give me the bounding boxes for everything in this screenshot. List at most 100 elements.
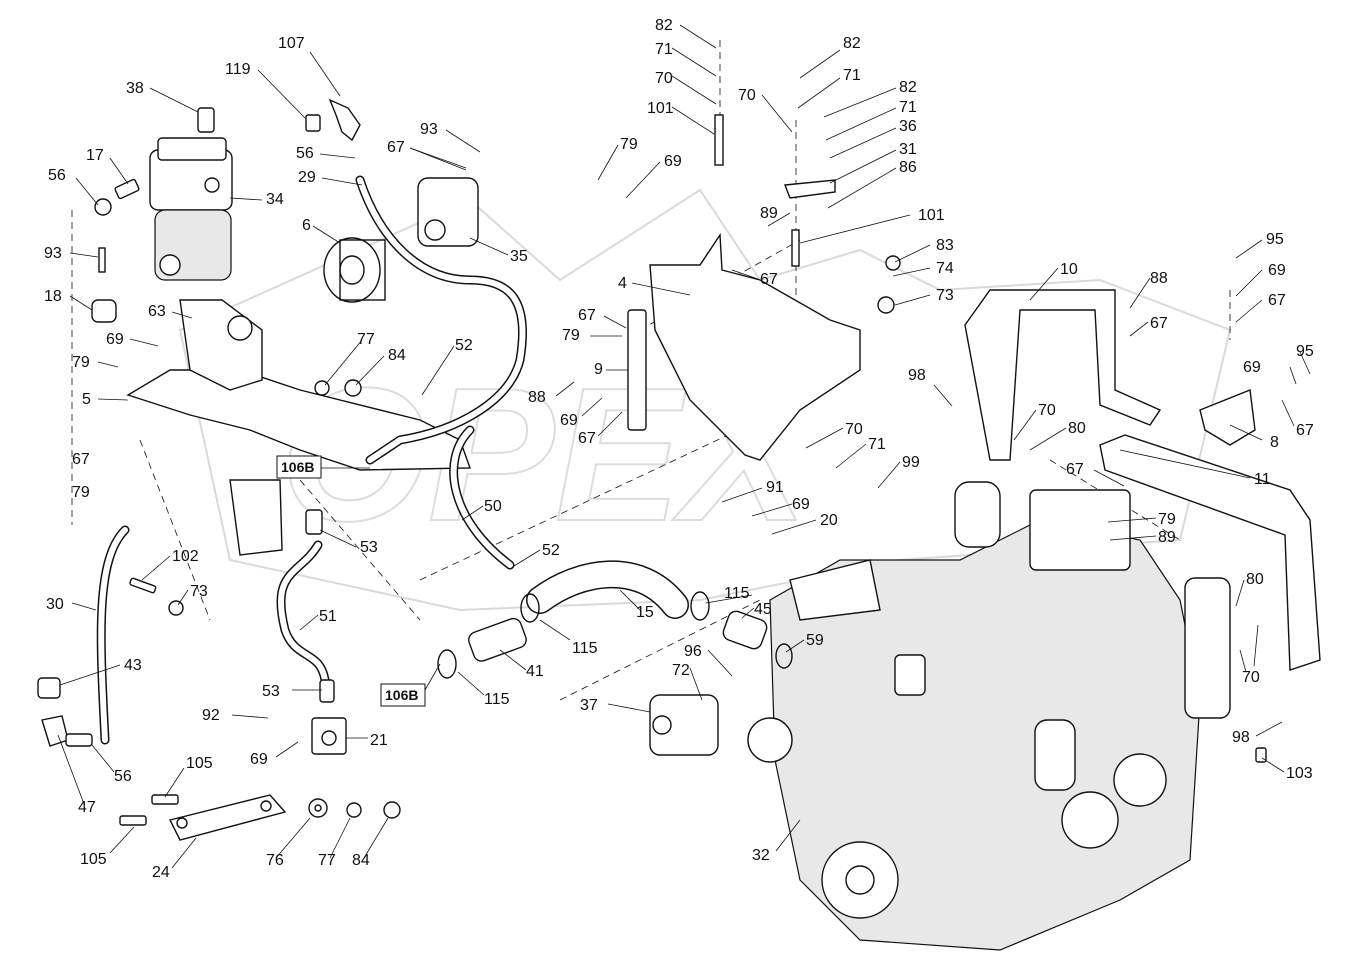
callout-79: 79	[562, 327, 580, 344]
callout-69: 69	[792, 496, 810, 513]
hose-15	[526, 560, 689, 619]
washer-76	[308, 798, 328, 818]
bolt-105a	[151, 794, 179, 805]
callout-69: 69	[106, 331, 124, 348]
callout-4: 4	[618, 275, 627, 292]
bracket-4	[649, 232, 861, 461]
callout-67: 67	[578, 430, 596, 447]
hose-50	[449, 425, 515, 570]
callout-88: 88	[1150, 270, 1168, 287]
callout-9: 9	[594, 361, 603, 378]
callout-53: 53	[262, 683, 280, 700]
clamp-115c	[437, 649, 457, 679]
bracket-10	[964, 289, 1162, 461]
callout-71: 71	[899, 99, 917, 116]
callout-24: 24	[152, 864, 170, 881]
callout-93: 93	[420, 121, 438, 138]
callout-105: 105	[80, 851, 107, 868]
callout-51: 51	[319, 608, 337, 625]
ref-box	[276, 455, 322, 479]
callout-67: 67	[1296, 422, 1314, 439]
callout-43: 43	[124, 657, 142, 674]
callout-98: 98	[1232, 729, 1250, 746]
callout-77: 77	[318, 852, 336, 869]
callout-105: 105	[186, 755, 213, 772]
callout-41: 41	[526, 663, 544, 680]
callout-71: 71	[655, 41, 673, 58]
clamp-115a	[520, 593, 540, 623]
callout-91: 91	[766, 479, 784, 496]
callout-67: 67	[1268, 292, 1286, 309]
fitting-53b	[319, 679, 335, 703]
air-compressor	[149, 137, 233, 281]
bolt-102	[129, 577, 157, 594]
link-24	[168, 794, 287, 841]
callout-70: 70	[655, 70, 673, 87]
reference-boxes: 106B 106B	[276, 455, 441, 707]
leader-lines	[57, 24, 1311, 869]
callout-labels: 82 71 70 101 82 71 70 82 71 36 31 86 107…	[44, 17, 1314, 881]
callout-21: 21	[370, 732, 388, 749]
bolt-105b	[119, 815, 147, 826]
callout-5: 5	[82, 391, 91, 408]
callout-89: 89	[760, 205, 778, 222]
hose-29	[355, 175, 528, 465]
ref-box	[380, 683, 426, 707]
filter-80	[1184, 577, 1231, 719]
hydraulic-pump-37	[649, 694, 719, 756]
callout-73: 73	[190, 583, 208, 600]
callout-101: 101	[647, 100, 674, 117]
bolt-93a	[98, 247, 106, 273]
callout-67: 67	[1150, 315, 1168, 332]
plate-9	[627, 309, 647, 431]
callout-84: 84	[388, 347, 406, 364]
callout-89: 89	[1158, 529, 1176, 546]
callout-50: 50	[484, 498, 502, 515]
callout-73: 73	[936, 287, 954, 304]
callout-10: 10	[1060, 261, 1078, 278]
callout-99: 99	[902, 454, 920, 471]
callout-70: 70	[1242, 669, 1260, 686]
callout-83: 83	[936, 237, 954, 254]
callout-52: 52	[542, 542, 560, 559]
callout-32: 32	[752, 847, 770, 864]
callout-79: 79	[1158, 511, 1176, 528]
nut-84	[383, 801, 401, 819]
callout-77: 77	[357, 331, 375, 348]
callout-45: 45	[754, 601, 772, 618]
clamp-59	[775, 643, 793, 669]
callout-70: 70	[738, 87, 756, 104]
callout-69: 69	[250, 751, 268, 768]
clamp-115b	[690, 591, 710, 621]
callout-79: 79	[620, 136, 638, 153]
callout-119: 119	[225, 61, 251, 78]
hose-30	[96, 525, 130, 745]
block-21	[311, 717, 347, 755]
fitting-119	[305, 114, 321, 132]
nut-56a	[94, 198, 112, 216]
callout-29: 29	[298, 169, 316, 186]
callout-69: 69	[1243, 359, 1261, 376]
callout-67: 67	[760, 271, 778, 288]
callout-35: 35	[510, 248, 528, 265]
callout-67: 67	[72, 451, 90, 468]
callout-79: 79	[72, 354, 90, 371]
callout-20: 20	[820, 512, 838, 529]
hydraulic-pump-35	[417, 177, 479, 247]
fitting-38	[197, 107, 215, 133]
callout-37: 37	[580, 697, 598, 714]
callout-47: 47	[78, 799, 96, 816]
callout-107: 107	[278, 35, 305, 52]
nut-83	[885, 255, 901, 271]
callout-69: 69	[1268, 262, 1286, 279]
callout-71: 71	[843, 67, 861, 84]
callout-88: 88	[528, 389, 546, 406]
callout-74: 74	[936, 260, 954, 277]
hose-51	[276, 540, 330, 685]
elbow-107	[328, 98, 361, 142]
callout-30: 30	[46, 596, 64, 613]
callout-56: 56	[114, 768, 132, 785]
callout-92: 92	[202, 707, 220, 724]
callout-11: 11	[1254, 471, 1271, 488]
